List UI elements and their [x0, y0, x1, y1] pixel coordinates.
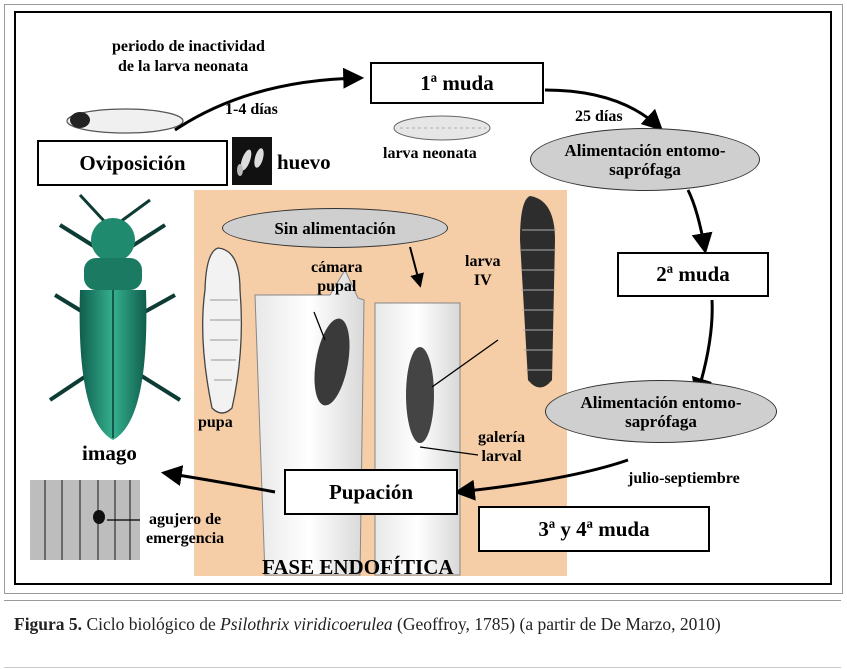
pupation-label: Pupación	[329, 480, 413, 505]
no-feeding-label: Sin alimentación	[274, 219, 395, 238]
pupa-label: pupa	[198, 414, 233, 432]
pupal-chamber-line2: pupal	[311, 277, 363, 296]
egg-label: huevo	[277, 150, 331, 175]
days-25-label: 25 días	[575, 108, 623, 126]
larval-gallery-label: galería larval	[478, 428, 525, 466]
figure-caption: Figura 5. Ciclo biológico de Psilothrix …	[4, 600, 841, 668]
emergence-hole-label: agujero de emergencia	[146, 510, 224, 548]
larva-iv-label: larva IV	[465, 252, 501, 290]
endophytic-phase-label: FASE ENDOFÍTICA	[262, 555, 454, 580]
larval-gallery-line2: larval	[478, 447, 525, 466]
july-september-label: julio-septiembre	[628, 470, 740, 488]
larval-gallery-line1: galería	[478, 428, 525, 447]
imago-label: imago	[82, 441, 137, 466]
neonate-larva-illustration	[394, 116, 490, 140]
third-fourth-molt-box: 3ª y 4ª muda	[478, 506, 710, 552]
third-fourth-molt-label: 3ª y 4ª muda	[538, 517, 649, 542]
egg-illustration	[67, 109, 183, 133]
feeding-oval-2: Alimentación entomo-saprófaga	[545, 380, 777, 443]
oviposition-label: Oviposición	[79, 151, 185, 176]
first-molt-box: 1ª muda	[370, 62, 544, 104]
oviposition-box: Oviposición	[37, 140, 228, 186]
caption-species: Psilothrix viridicoerulea	[220, 614, 393, 634]
larva-iv-illustration	[520, 196, 556, 388]
first-molt-label: 1ª muda	[420, 71, 493, 96]
feeding-oval-1: Alimentación entomo-saprófaga	[530, 128, 760, 191]
emergence-hole-line1: agujero de	[146, 510, 224, 529]
second-molt-label: 2ª muda	[656, 262, 729, 287]
larva-iv-line1: larva	[465, 252, 501, 271]
inactivity-label-line1: periodo de inactividad	[112, 38, 265, 56]
feeding-label-2: Alimentación entomo-saprófaga	[566, 393, 756, 431]
second-molt-box: 2ª muda	[617, 252, 769, 297]
larval-gallery-wood-photo	[375, 303, 460, 575]
inactivity-label-line2: de la larva neonata	[118, 58, 248, 76]
no-feeding-arrow	[410, 247, 420, 285]
neonate-larva-label: larva neonata	[383, 145, 477, 163]
feeding-label-1: Alimentación entomo-saprófaga	[550, 141, 740, 179]
pupa-illustration	[203, 248, 242, 413]
larva-iv-line2: IV	[465, 271, 501, 290]
caption-text-before: Ciclo biológico de	[82, 614, 220, 634]
pupal-chamber-line1: cámara	[311, 258, 363, 277]
imago-beetle-illustration	[50, 195, 180, 440]
egg-photo	[232, 137, 272, 185]
pupal-chamber-label: cámara pupal	[311, 258, 363, 296]
caption-label: Figura 5.	[14, 614, 82, 634]
pupation-box: Pupación	[284, 469, 458, 515]
caption-text: Figura 5. Ciclo biológico de Psilothrix …	[14, 613, 841, 635]
pupal-chamber-wood-photo	[255, 270, 364, 575]
emergence-hole-line2: emergencia	[146, 529, 224, 548]
days-1-4-label: 1-4 días	[225, 101, 278, 119]
no-feeding-oval: Sin alimentación	[222, 208, 448, 248]
caption-text-after: (Geoffroy, 1785) (a partir de De Marzo, …	[393, 614, 721, 634]
